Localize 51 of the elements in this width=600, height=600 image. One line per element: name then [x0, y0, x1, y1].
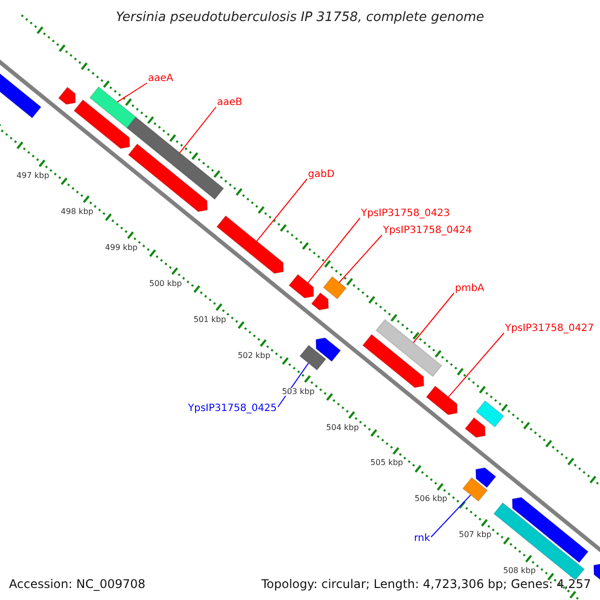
scale-label: 498 kbp [60, 208, 94, 216]
gene-label: pmbA [455, 284, 484, 294]
gene-feature [512, 496, 589, 564]
gene-feature [464, 417, 486, 438]
gene-label: YpsIP31758_0423 [361, 209, 450, 219]
scale-label: 501 kbp [192, 316, 228, 324]
scale-label: 503 kbp [280, 388, 316, 396]
gene-bar [89, 86, 137, 129]
leader-line [116, 82, 148, 103]
leader-line [307, 218, 360, 284]
gene-feature [73, 99, 130, 150]
gene-feature [216, 215, 284, 274]
gene-feature [315, 337, 342, 362]
gene-label: YpsIP31758_0425 [188, 404, 277, 414]
accession-text: Accession: NC_009708 [8, 578, 146, 590]
gene-bar [375, 318, 442, 378]
gene-label: gabD [308, 170, 335, 180]
gene-label: aaeA [148, 74, 174, 84]
scale-label: 502 kbp [236, 352, 272, 360]
scale-label: 507 kbp [458, 531, 492, 540]
scale-label: 504 kbp [325, 424, 360, 432]
gene-label: YpsIP31758_0427 [505, 324, 594, 334]
leader-line [412, 292, 454, 344]
scale-label: 500 kbp [148, 280, 183, 288]
gene-feature [475, 467, 496, 488]
topology-text: Topology: circular; Length: 4,723,306 bp; Genes: 4,257 [260, 578, 592, 590]
gene-bar [299, 344, 326, 371]
scale-label: 499 kbp [104, 244, 139, 252]
leader-line [256, 178, 308, 242]
scale-label: 505 kbp [369, 459, 404, 468]
gene-bar [462, 476, 488, 502]
leader-line [338, 234, 382, 283]
gene-feature [128, 143, 208, 212]
gene-bar [322, 276, 347, 300]
gene-bar [126, 116, 224, 200]
leader-line [179, 106, 216, 154]
leader-line [448, 332, 504, 398]
gene-feature [310, 292, 329, 311]
gene-bar [476, 400, 504, 428]
gene-label: aaeB [217, 98, 242, 108]
leader-line [430, 494, 472, 538]
title: Yersinia pseudotuberculosis IP 31758, complete genome [114, 11, 486, 24]
gene-feature [362, 334, 424, 388]
gene-feature [288, 274, 314, 299]
gene-label: YpsIP31758_0424 [383, 226, 472, 236]
scale-label: 508 kbp [502, 567, 537, 576]
gene-feature [426, 385, 458, 416]
gene-feature [58, 86, 76, 105]
scale-label: 497 kbp [16, 172, 50, 180]
gene-label: rnk [414, 534, 430, 544]
scale-label: 506 kbp [414, 495, 448, 504]
